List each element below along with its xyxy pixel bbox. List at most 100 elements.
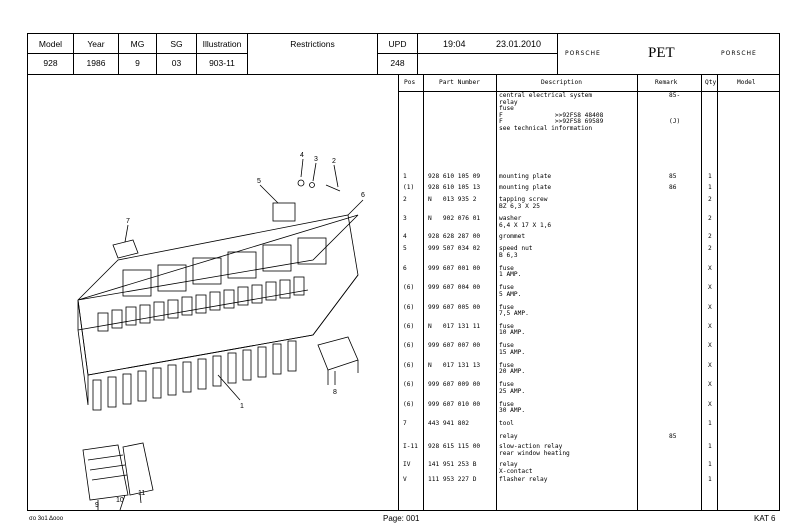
row-description: 25 AMP. xyxy=(499,387,526,395)
row-part-number: 141 951 253 B xyxy=(428,461,477,469)
row-pos: (6) xyxy=(403,303,415,311)
row-pos: (6) xyxy=(403,400,415,408)
row-description: washer xyxy=(499,215,522,222)
row-description: fuse xyxy=(499,361,514,369)
row-part-number: 999 607 004 00 xyxy=(428,284,481,292)
col-description: Description xyxy=(541,79,582,86)
row-description: see technical information xyxy=(499,124,593,132)
callout-10: 10 xyxy=(116,497,124,504)
row-description: rear window heating xyxy=(499,449,570,457)
row-description: B 6,3 xyxy=(499,251,518,259)
row-remark: (J) xyxy=(669,118,681,125)
row-qty: 1 xyxy=(708,173,712,181)
row-qty: 1 xyxy=(708,476,712,484)
row-part-number: N 902 076 01 xyxy=(428,215,481,222)
row-description: X-contact xyxy=(499,467,533,475)
row-description: slow-action relay xyxy=(499,443,563,451)
col-remark: Remark xyxy=(655,79,678,86)
row-description: relay xyxy=(499,98,518,106)
col-part-number: Part Number xyxy=(439,79,480,86)
row-description: F >>92FS8 69589 xyxy=(499,118,604,125)
row-description: fuse xyxy=(499,322,514,330)
parts-illustration: 1 2 3 4 5 6 7 8 9 10 11 xyxy=(28,75,399,515)
row-qty: X xyxy=(708,284,712,292)
callout-11: 11 xyxy=(138,490,145,497)
row-description: central electrical system xyxy=(499,92,593,99)
row-pos: V xyxy=(403,476,407,484)
row-qty: X xyxy=(708,342,712,350)
row-pos: 1 xyxy=(403,173,407,181)
row-description: 6,4 X 17 X 1,6 xyxy=(499,221,552,229)
row-qty: 1 xyxy=(708,420,712,428)
row-pos: 6 xyxy=(403,264,407,272)
row-pos: 7 xyxy=(403,420,407,428)
row-part-number: 443 941 802 xyxy=(428,420,469,428)
row-description: tool xyxy=(499,420,514,428)
row-description: speed nut xyxy=(499,245,533,253)
callout-7: 7 xyxy=(126,218,130,225)
row-part-number: 111 953 227 D xyxy=(428,476,477,484)
row-description: F >>92FS8 48408 xyxy=(499,111,604,119)
row-part-number: 999 607 001 00 xyxy=(428,264,481,272)
row-remark: 85 xyxy=(669,173,677,181)
footer-code: σο 3ο1 Δοοο xyxy=(29,516,64,522)
row-part-number: 999 607 005 00 xyxy=(428,303,481,311)
time: 19:04 xyxy=(443,39,466,49)
header-restrictions: Restrictions xyxy=(248,34,378,74)
callout-2: 2 xyxy=(332,158,336,165)
row-remark: 86 xyxy=(669,184,677,192)
header-mg: MG 9 xyxy=(119,34,157,74)
date: 23.01.2010 xyxy=(496,39,542,49)
row-pos: (6) xyxy=(403,284,415,292)
row-description: 7,5 AMP. xyxy=(499,310,529,317)
row-part-number: N 013 935 2 xyxy=(428,196,477,204)
row-description: relay xyxy=(499,461,518,469)
row-qty: 2 xyxy=(708,196,712,204)
row-description: fuse xyxy=(499,342,514,350)
header-model: Model 928 xyxy=(28,34,74,74)
row-pos: IV xyxy=(403,461,411,469)
row-description: 1 AMP. xyxy=(499,271,522,279)
row-description: fuse xyxy=(499,303,514,311)
row-qty: X xyxy=(708,381,712,389)
row-description: mounting plate xyxy=(499,173,552,181)
row-description: 20 AMP. xyxy=(499,368,526,376)
row-qty: X xyxy=(708,322,712,330)
app-title: PET xyxy=(648,45,675,61)
row-qty: X xyxy=(708,303,712,311)
row-remark: 85 xyxy=(669,432,677,440)
callout-5: 5 xyxy=(257,178,261,185)
row-pos: (6) xyxy=(403,381,415,389)
row-part-number: 928 610 105 09 xyxy=(428,173,481,181)
catalog-kat: KAT 6 xyxy=(754,514,776,523)
row-pos: (6) xyxy=(403,342,415,350)
row-qty: X xyxy=(708,361,712,369)
row-description: fuse xyxy=(499,400,514,408)
brand-left: PORSCHE xyxy=(565,50,601,57)
row-pos: 4 xyxy=(403,232,407,240)
row-description: mounting plate xyxy=(499,184,552,192)
callout-3: 3 xyxy=(314,156,318,163)
col-qty: Qty xyxy=(705,79,717,86)
row-description: flasher relay xyxy=(499,476,548,484)
row-pos: 2 xyxy=(403,196,407,204)
row-pos: (1) xyxy=(403,184,415,192)
row-qty: X xyxy=(708,400,712,408)
row-description: relay xyxy=(499,432,518,440)
parts-table: Pos Part Number Description Remark Qty M… xyxy=(399,75,779,510)
row-qty: 2 xyxy=(708,245,712,253)
row-part-number: 999 607 009 00 xyxy=(428,381,481,389)
header-illustration: Illustration 903-11 xyxy=(197,34,248,74)
row-part-number: N 017 131 11 xyxy=(428,322,481,330)
callout-6: 6 xyxy=(361,192,365,199)
row-description: fuse xyxy=(499,284,514,292)
row-qty: 2 xyxy=(708,232,712,240)
row-description: fuse xyxy=(499,105,514,112)
row-description: fuse xyxy=(499,381,514,389)
table-header: Pos Part Number Description Remark Qty M… xyxy=(399,75,779,92)
row-part-number: 999 607 010 00 xyxy=(428,400,481,408)
row-qty: X xyxy=(708,264,712,272)
row-description: 15 AMP. xyxy=(499,348,526,356)
row-description: 10 AMP. xyxy=(499,329,526,337)
row-part-number: 999 507 034 02 xyxy=(428,245,481,253)
